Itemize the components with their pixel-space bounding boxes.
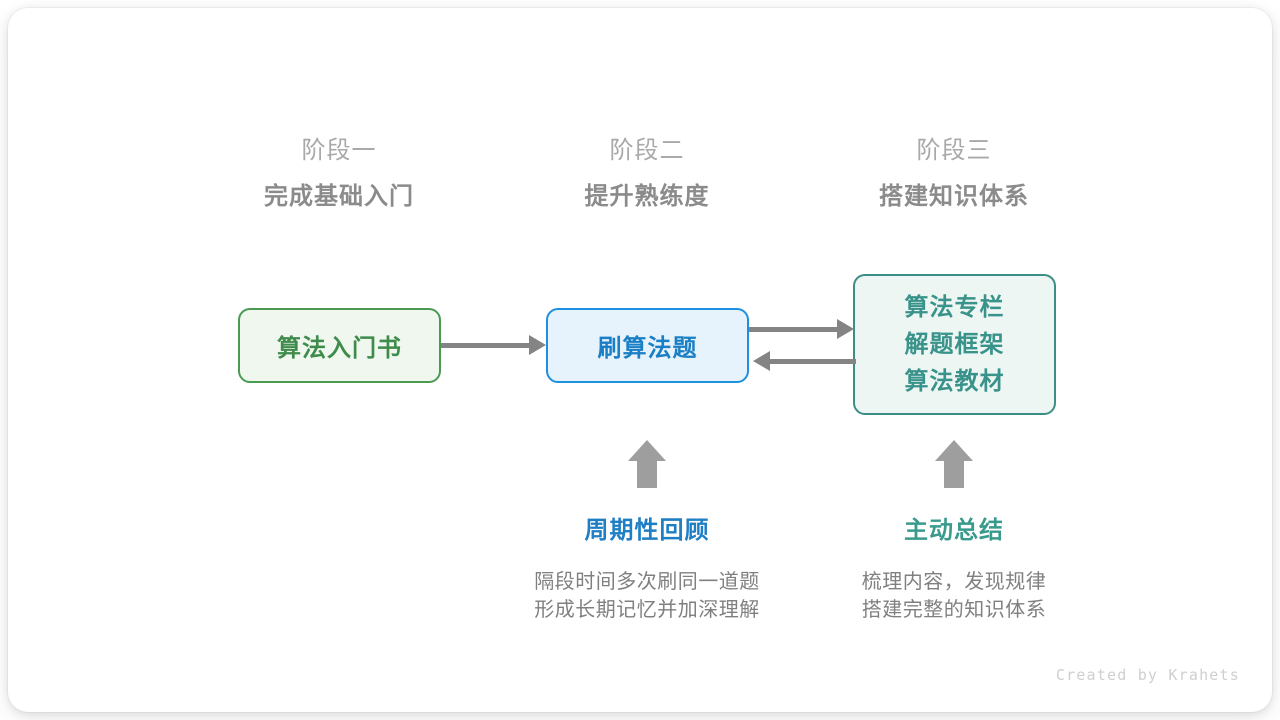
arrow-right-icon-book-to-practice (529, 335, 546, 355)
note-active-summary: 主动总结 梳理内容，发现规律 搭建完整的知识体系 (804, 519, 1104, 624)
arrow-right-icon-practice-to-resources (837, 319, 854, 339)
arrow-up-head (935, 440, 973, 461)
node-practice-problems-label: 刷算法题 (597, 335, 698, 362)
note-periodic-review-desc-line1: 隔段时间多次刷同一道题 (534, 571, 760, 593)
stage-header-3: 阶段三 搭建知识体系 (824, 139, 1084, 209)
stage-label-3: 阶段三 (916, 137, 992, 164)
node-intro-book-label: 算法入门书 (277, 335, 402, 362)
node-knowledge-line-2: 解题框架 (904, 331, 1005, 358)
node-knowledge-resources[interactable]: 算法专栏 解题框架 算法教材 (853, 274, 1056, 415)
stage-label-2: 阶段二 (609, 137, 685, 164)
note-periodic-review: 周期性回顾 隔段时间多次刷同一道题 形成长期记忆并加深理解 (497, 519, 797, 624)
stage-title-1: 完成基础入门 (264, 183, 414, 210)
note-active-summary-title: 主动总结 (904, 517, 1004, 544)
stage-header-2: 阶段二 提升熟练度 (517, 139, 777, 209)
credit-text: Created by Krahets (1055, 666, 1240, 684)
node-knowledge-line-1: 算法专栏 (904, 294, 1005, 321)
connector-resources-to-practice (770, 359, 856, 364)
note-active-summary-desc-line2: 搭建完整的知识体系 (861, 599, 1047, 621)
stage-header-1: 阶段一 完成基础入门 (209, 139, 469, 209)
connector-practice-to-resources (749, 327, 838, 332)
stage-title-2: 提升熟练度 (584, 183, 710, 210)
arrow-up-icon-active-summary (935, 440, 973, 488)
diagram-card: 阶段一 完成基础入门 阶段二 提升熟练度 阶段三 搭建知识体系 算法入门书 刷算… (8, 8, 1272, 712)
stage-label-1: 阶段一 (301, 137, 377, 164)
arrow-left-icon-resources-to-practice (753, 351, 770, 371)
arrow-up-stem (944, 460, 964, 488)
arrow-up-head (628, 440, 666, 461)
stage-title-3: 搭建知识体系 (879, 183, 1029, 210)
node-intro-book[interactable]: 算法入门书 (238, 308, 441, 383)
arrow-up-icon-periodic-review (628, 440, 666, 488)
note-periodic-review-desc-line2: 形成长期记忆并加深理解 (534, 599, 760, 621)
arrow-up-stem (637, 460, 657, 488)
note-periodic-review-desc: 隔段时间多次刷同一道题 形成长期记忆并加深理解 (497, 568, 797, 624)
node-knowledge-line-3: 算法教材 (904, 368, 1005, 395)
note-active-summary-desc: 梳理内容，发现规律 搭建完整的知识体系 (804, 568, 1104, 624)
note-active-summary-desc-line1: 梳理内容，发现规律 (861, 571, 1047, 593)
note-periodic-review-title: 周期性回顾 (584, 517, 710, 544)
connector-book-to-practice (441, 343, 530, 348)
node-practice-problems[interactable]: 刷算法题 (546, 308, 749, 383)
